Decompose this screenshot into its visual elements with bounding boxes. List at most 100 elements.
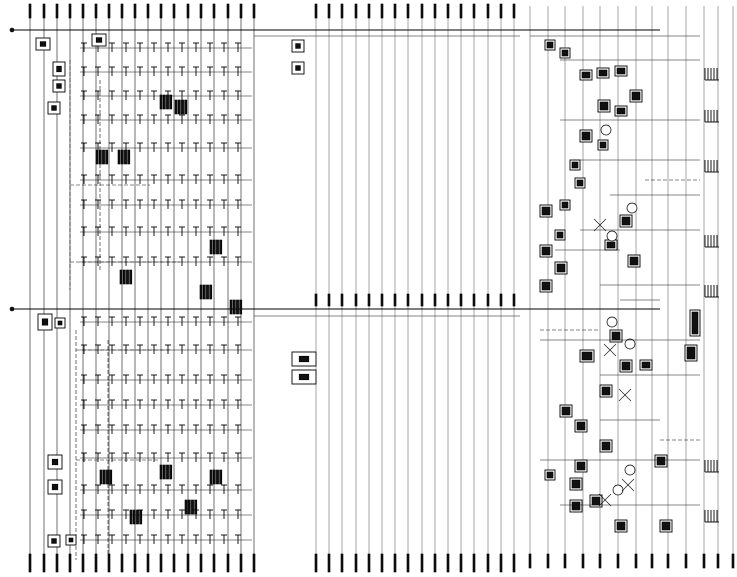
device-cluster	[199, 284, 203, 300]
device-cluster	[169, 464, 173, 480]
riser-top-tag	[327, 3, 331, 19]
equipment-block-core	[541, 246, 551, 256]
riser-bottom-tag	[528, 553, 532, 569]
riser-bottom-tag	[55, 553, 59, 573]
equipment-block-core	[616, 521, 626, 531]
riser-top-tag	[340, 3, 344, 19]
device-cluster	[212, 469, 216, 485]
equipment-block-core	[556, 263, 566, 273]
riser-mid-tag	[380, 293, 384, 307]
device-cluster	[216, 239, 219, 255]
equipment-block-core	[616, 67, 626, 75]
equipment-block-core	[556, 231, 564, 239]
device-cluster	[174, 99, 178, 115]
equipment-block-core	[51, 483, 59, 491]
device-cluster	[209, 284, 213, 300]
riser-bottom-tag	[393, 553, 397, 573]
riser-top-tag	[212, 3, 216, 19]
device-cluster	[212, 239, 216, 255]
pump-symbol	[600, 124, 612, 136]
valve-cross	[603, 343, 617, 357]
equipment-block-core	[571, 479, 581, 489]
riser-mid-tag	[472, 293, 476, 307]
riser-mid-tag	[367, 293, 371, 307]
device-cluster	[126, 269, 129, 285]
valve-cross	[593, 218, 607, 232]
device-cluster	[216, 469, 219, 485]
riser-top-tag	[42, 3, 46, 19]
riser-bottom-tag	[546, 553, 550, 569]
riser-mid-tag	[420, 293, 424, 307]
riser-bottom-tag	[172, 553, 176, 573]
equipment-block-core	[541, 206, 551, 216]
riser-top-tag	[446, 3, 450, 19]
main-start-node	[9, 27, 15, 33]
device-cluster	[136, 509, 139, 525]
riser-mid-tag	[512, 293, 516, 307]
equipment-block-core	[51, 538, 57, 544]
device-cluster	[209, 469, 213, 485]
riser-top-tag	[433, 3, 437, 19]
riser-top-tag	[186, 3, 190, 19]
riser-bottom-tag	[731, 553, 735, 569]
riser-top-tag	[512, 3, 516, 19]
riser-bottom-tag	[563, 553, 567, 569]
riser-bottom-tag	[716, 553, 720, 569]
riser-bottom-tag	[28, 553, 32, 573]
equipment-block-core	[57, 320, 63, 326]
equipment-block-core	[581, 351, 593, 361]
equipment-block-core	[686, 346, 696, 360]
riser-bottom-tag	[367, 553, 371, 573]
equipment-block-core	[298, 355, 310, 363]
device-cluster	[191, 499, 194, 515]
equipment-block-core	[561, 201, 569, 209]
equipment-block-core	[571, 161, 579, 169]
riser-bottom-tag	[684, 553, 688, 569]
device-cluster	[206, 284, 209, 300]
pump-symbol	[606, 316, 618, 328]
riser-bottom-tag	[433, 553, 437, 573]
device-cluster	[127, 149, 131, 165]
device-cluster	[229, 299, 233, 315]
device-cluster	[99, 469, 103, 485]
riser-bottom-tag	[406, 553, 410, 573]
device-cluster	[102, 469, 106, 485]
valve-cross	[621, 478, 635, 492]
device-cluster	[209, 239, 213, 255]
device-cluster	[219, 239, 223, 255]
equipment-block-core	[629, 256, 639, 266]
device-cluster	[159, 94, 163, 110]
device-cluster	[122, 269, 126, 285]
riser-bottom-tag	[380, 553, 384, 573]
riser-top-tag	[472, 3, 476, 19]
riser-bottom-tag	[81, 553, 85, 573]
riser-bottom-tag	[486, 553, 490, 573]
riser-top-tag	[459, 3, 463, 19]
riser-top-tag	[239, 3, 243, 19]
riser-top-tag	[499, 3, 503, 19]
equipment-block-core	[56, 65, 62, 73]
riser-bottom-tag	[702, 553, 706, 569]
riser-mid-tag	[433, 293, 437, 307]
device-cluster	[166, 94, 169, 110]
valve-cross	[618, 388, 632, 402]
device-cluster	[102, 149, 105, 165]
valve-cross	[598, 493, 612, 507]
riser-mid-tag	[459, 293, 463, 307]
equipment-block-core	[576, 461, 586, 471]
riser-bottom-tag	[634, 553, 638, 569]
riser-top-tag	[107, 3, 111, 19]
riser-mid-tag	[314, 293, 318, 307]
riser-bottom-tag	[186, 553, 190, 573]
riser-bottom-tag	[354, 553, 358, 573]
equipment-blocks	[35, 33, 317, 548]
device-cluster	[187, 499, 191, 515]
device-cluster	[129, 269, 133, 285]
riser-mid-tag	[486, 293, 490, 307]
equipment-block-core	[611, 331, 621, 341]
riser-bottom-tag	[133, 553, 137, 573]
equipment-block-core	[598, 69, 608, 77]
riser-top-tag	[146, 3, 150, 19]
device-cluster	[162, 94, 166, 110]
riser-top-tag	[55, 3, 59, 19]
